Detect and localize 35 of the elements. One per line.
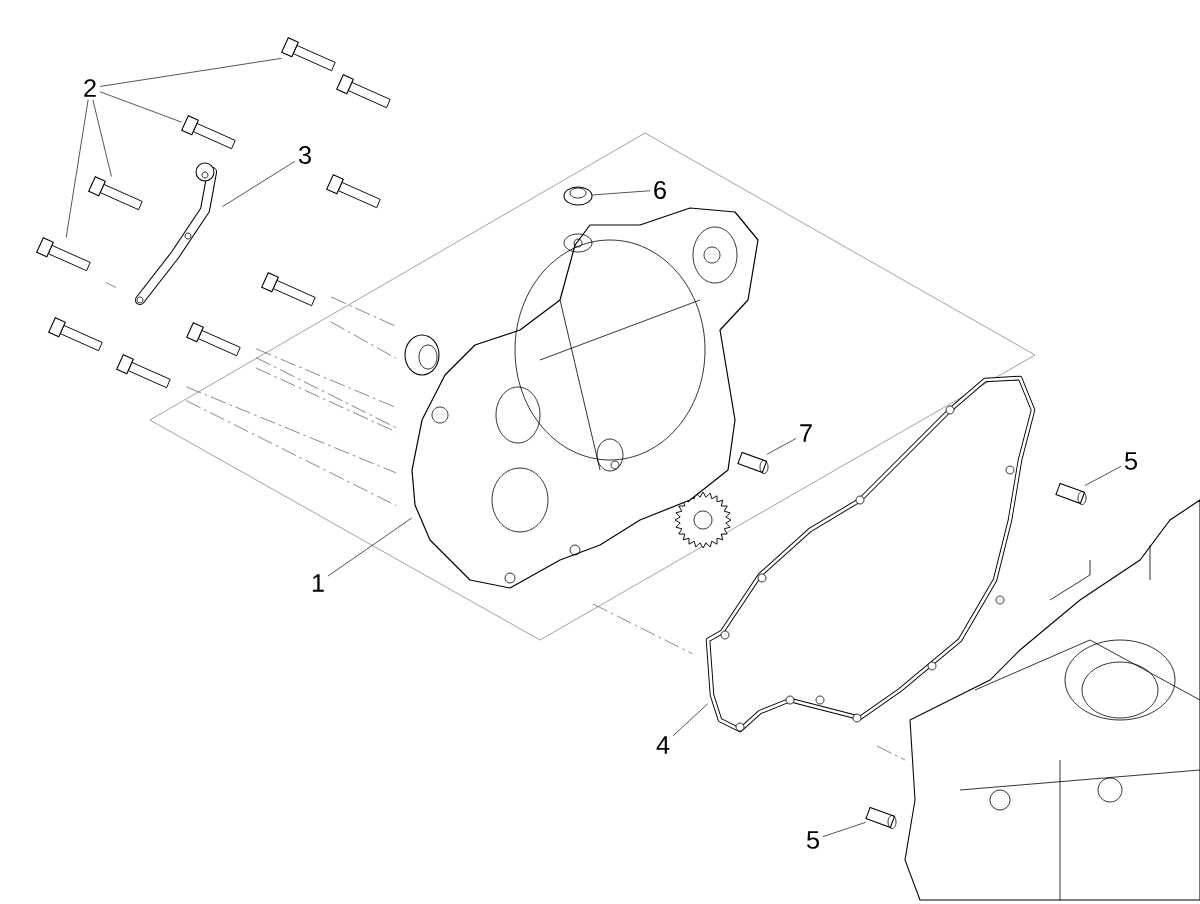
dowel-pin [1055, 482, 1087, 505]
washer [563, 186, 593, 206]
bolt [116, 354, 171, 389]
leader-line [221, 160, 296, 208]
gasket [705, 375, 1036, 733]
leader-line [591, 190, 651, 196]
callout-number: 1 [312, 574, 324, 592]
bolt [181, 115, 236, 150]
bolt [48, 317, 103, 352]
callout-number: 5 [1124, 452, 1137, 470]
clutch-cover [411, 207, 759, 589]
callout-number: 4 [656, 736, 670, 754]
bolt [261, 272, 316, 307]
bolt [336, 74, 391, 109]
leader-line [672, 703, 709, 737]
dowel-pin [737, 451, 769, 474]
leader-line [92, 99, 112, 177]
callout-number: 2 [84, 79, 96, 97]
leader-line [327, 517, 413, 577]
leader-line [1084, 466, 1122, 486]
leader-line [766, 438, 797, 455]
bolt [326, 174, 381, 209]
bolt [88, 176, 143, 211]
leader-line [822, 821, 866, 837]
callout-number: 5 [806, 831, 819, 849]
dowel-pin [865, 806, 897, 829]
leader-line [99, 58, 282, 87]
bolt [36, 237, 91, 272]
callout-number: 7 [800, 424, 812, 442]
leader-line [65, 99, 89, 238]
callout-number: 6 [654, 181, 666, 199]
lever [134, 162, 218, 306]
callout-number: 3 [298, 146, 311, 164]
bolt [281, 37, 336, 72]
bolt [186, 322, 241, 357]
